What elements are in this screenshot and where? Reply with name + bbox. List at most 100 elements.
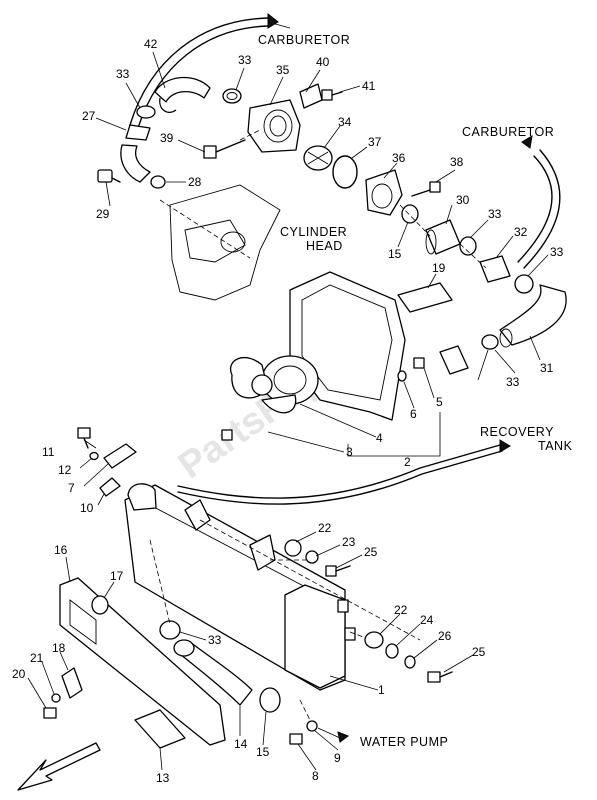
- carburetor-hose-right: [517, 149, 561, 269]
- callout-13: 13: [156, 771, 170, 785]
- washer-6: [397, 370, 407, 382]
- clamp-15a: [401, 204, 419, 224]
- hose-31: [499, 284, 567, 348]
- bolt-29: [97, 169, 121, 183]
- callout-38: 38: [450, 155, 464, 169]
- callout-31: 31: [540, 361, 554, 375]
- front-arrow-icon: [17, 742, 101, 791]
- clamp-33c: [459, 236, 477, 256]
- callout-37: 37: [368, 135, 382, 149]
- clamp-33e: [481, 334, 499, 350]
- callout-9: 9: [334, 751, 341, 765]
- callout-33: 33: [506, 375, 520, 389]
- clamp-15b: [259, 687, 281, 713]
- callout-18: 18: [52, 641, 66, 655]
- callout-28: 28: [188, 175, 202, 189]
- joint-32: [479, 255, 511, 283]
- callout-39: 39: [160, 131, 174, 145]
- washer-26: [404, 655, 416, 669]
- callout-2: 2: [404, 455, 411, 469]
- callout-22: 22: [318, 521, 332, 535]
- callout-3: 3: [346, 445, 353, 459]
- damper-22a: [284, 539, 302, 557]
- washer-21: [51, 693, 61, 703]
- callout-23: 23: [342, 535, 356, 549]
- callout-19: 19: [432, 261, 446, 275]
- bolt-8: [289, 733, 303, 745]
- cap-28: [150, 175, 166, 189]
- callout-34: 34: [338, 115, 352, 129]
- label-carburetor-right: CARBURETOR: [462, 125, 554, 139]
- callout-6: 6: [410, 407, 417, 421]
- callout-33: 33: [116, 67, 130, 81]
- callout-24: 24: [420, 613, 434, 627]
- thermostat-34: [303, 145, 333, 171]
- callout-7: 7: [68, 481, 75, 495]
- damper-22b: [364, 631, 384, 649]
- bolt-41: [321, 89, 343, 101]
- callout-33: 33: [208, 633, 222, 647]
- clamp-33d: [514, 274, 534, 294]
- bolt-25b: [427, 671, 453, 683]
- bolt-25a: [325, 565, 351, 577]
- callout-27: 27: [82, 109, 96, 123]
- callout-35: 35: [276, 63, 290, 77]
- radiator-guard-16: [59, 577, 226, 746]
- bolt-5: [413, 357, 425, 369]
- fan-3: [229, 356, 297, 414]
- clamp-33b: [222, 88, 242, 104]
- hose-14: [173, 639, 253, 706]
- assembly-dash-lines: [149, 129, 487, 721]
- callout-30: 30: [456, 193, 470, 207]
- plate-13: [134, 709, 186, 749]
- thermostat-cover-36: [365, 169, 403, 216]
- callout-32: 32: [514, 225, 528, 239]
- callout-10: 10: [80, 501, 94, 515]
- connector-10: [99, 477, 121, 497]
- callout-41: 41: [362, 79, 376, 93]
- collar-12: [89, 451, 99, 461]
- callout-15: 15: [256, 745, 270, 759]
- callout-25: 25: [472, 645, 486, 659]
- label-cylinder: CYLINDER: [280, 225, 347, 239]
- radiator-1: [124, 483, 356, 691]
- callout-12: 12: [58, 463, 72, 477]
- collar-23: [305, 550, 319, 564]
- clamp-33a: [136, 105, 156, 119]
- callout-16: 16: [54, 543, 68, 557]
- callout-42: 42: [144, 37, 158, 51]
- callout-33: 33: [238, 53, 252, 67]
- label-recovery: RECOVERY: [480, 425, 554, 439]
- direction-arrows: [267, 12, 533, 743]
- clamp-33f: [159, 620, 181, 640]
- callout-17: 17: [110, 569, 124, 583]
- bolt-38: [411, 181, 441, 197]
- recovery-tank-hose: [177, 444, 503, 505]
- connector: [439, 345, 469, 375]
- bolt-39: [203, 139, 246, 159]
- bracket-18: [61, 667, 83, 699]
- thermostat-housing-35: [247, 99, 301, 153]
- grommet-17: [91, 595, 109, 615]
- callout-14: 14: [234, 737, 248, 751]
- callout-25: 25: [364, 545, 378, 559]
- callout-8: 8: [312, 769, 319, 783]
- cylinder-head-outline: [169, 184, 281, 301]
- label-water-pump: WATER PUMP: [360, 735, 448, 749]
- nut-fan: [221, 429, 233, 441]
- callout-21: 21: [30, 651, 44, 665]
- callout-15: 15: [388, 247, 402, 261]
- callout-40: 40: [316, 55, 330, 69]
- resistor-19: [397, 282, 453, 313]
- callout-1: 1: [378, 683, 385, 697]
- callout-33: 33: [488, 207, 502, 221]
- leader-lines: [27, 51, 549, 771]
- sensor-7: [103, 443, 137, 469]
- pipe-30: [425, 219, 461, 255]
- washer-9: [306, 720, 318, 732]
- callout-36: 36: [392, 151, 406, 165]
- callout-29: 29: [96, 207, 110, 221]
- callout-4: 4: [376, 431, 383, 445]
- callout-22: 22: [394, 603, 408, 617]
